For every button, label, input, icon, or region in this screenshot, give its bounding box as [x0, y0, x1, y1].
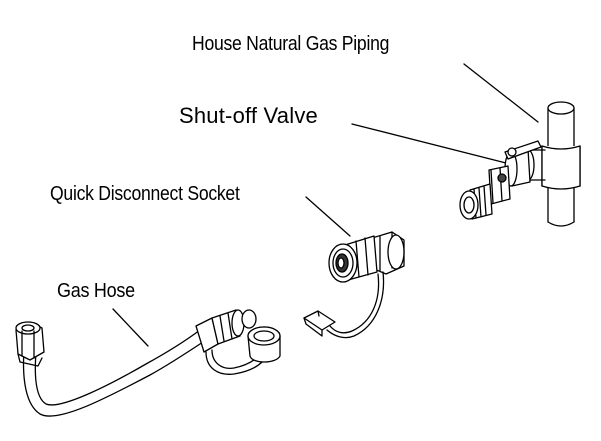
- label-shutoff-valve: Shut-off Valve: [179, 103, 318, 128]
- label-gas-hose: Gas Hose: [57, 280, 135, 302]
- leader-gas-hose: [112, 308, 149, 347]
- leader-lines: [112, 63, 539, 347]
- shutoff-valve: [459, 140, 542, 220]
- label-quick-disconnect-socket: Quick Disconnect Socket: [50, 183, 240, 205]
- label-house-natural-gas-piping: House Natural Gas Piping: [192, 33, 390, 55]
- house-piping-tee: [521, 101, 581, 227]
- leader-quick-disconnect: [305, 196, 351, 237]
- leader-shutoff-valve: [351, 123, 507, 164]
- gas-hose: [15, 309, 281, 417]
- leader-house-piping: [463, 63, 539, 123]
- quick-disconnect-socket: [303, 231, 405, 339]
